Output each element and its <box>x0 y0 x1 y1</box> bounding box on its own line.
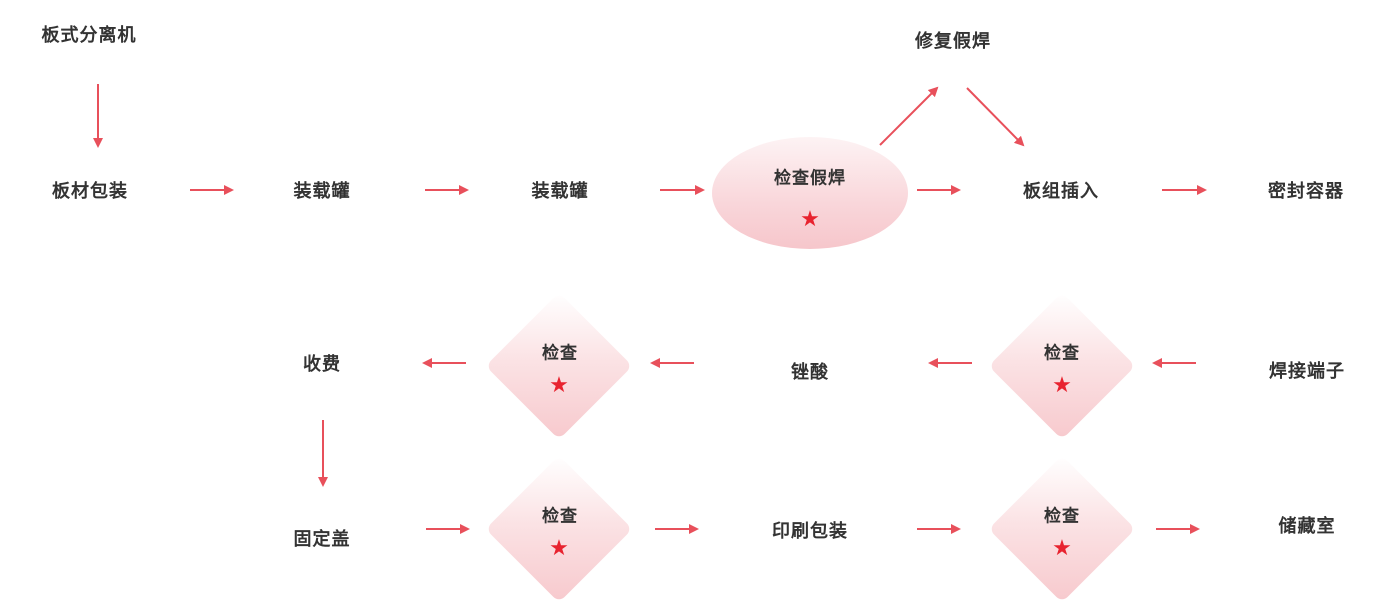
node-repair-false-weld: 修复假焊 <box>915 31 991 52</box>
node-check-a: 检查 <box>542 343 578 364</box>
node-check-d: 检查 <box>1044 506 1080 527</box>
node-storage: 储藏室 <box>1278 516 1336 537</box>
node-plate-pack: 板材包装 <box>52 181 128 202</box>
star-icon: ★ <box>549 373 569 398</box>
star-icon: ★ <box>800 207 820 232</box>
node-sealed-container: 密封容器 <box>1268 181 1344 202</box>
node-fix-cover: 固定盖 <box>293 529 351 550</box>
node-charge: 收费 <box>303 354 341 375</box>
node-check-b: 检查 <box>1044 343 1080 364</box>
node-load-tank-2: 装载罐 <box>531 181 589 202</box>
star-icon: ★ <box>549 536 569 561</box>
node-weld-terminal: 焊接端子 <box>1269 361 1345 382</box>
node-plate-group-insert: 板组插入 <box>1023 181 1099 202</box>
star-icon: ★ <box>1052 373 1072 398</box>
node-acid-fill: 锉酸 <box>791 362 829 383</box>
node-check-c: 检查 <box>542 506 578 527</box>
node-print-pack: 印刷包装 <box>772 521 848 542</box>
node-load-tank-1: 装载罐 <box>293 181 351 202</box>
star-icon: ★ <box>1052 536 1072 561</box>
node-check-false-weld: 检查假焊 <box>774 168 846 189</box>
arrow-repair-to-insert <box>966 87 1025 147</box>
check-weld-ellipse <box>712 137 908 249</box>
arrow-check-to-repair <box>879 86 939 146</box>
node-separator: 板式分离机 <box>41 25 137 46</box>
